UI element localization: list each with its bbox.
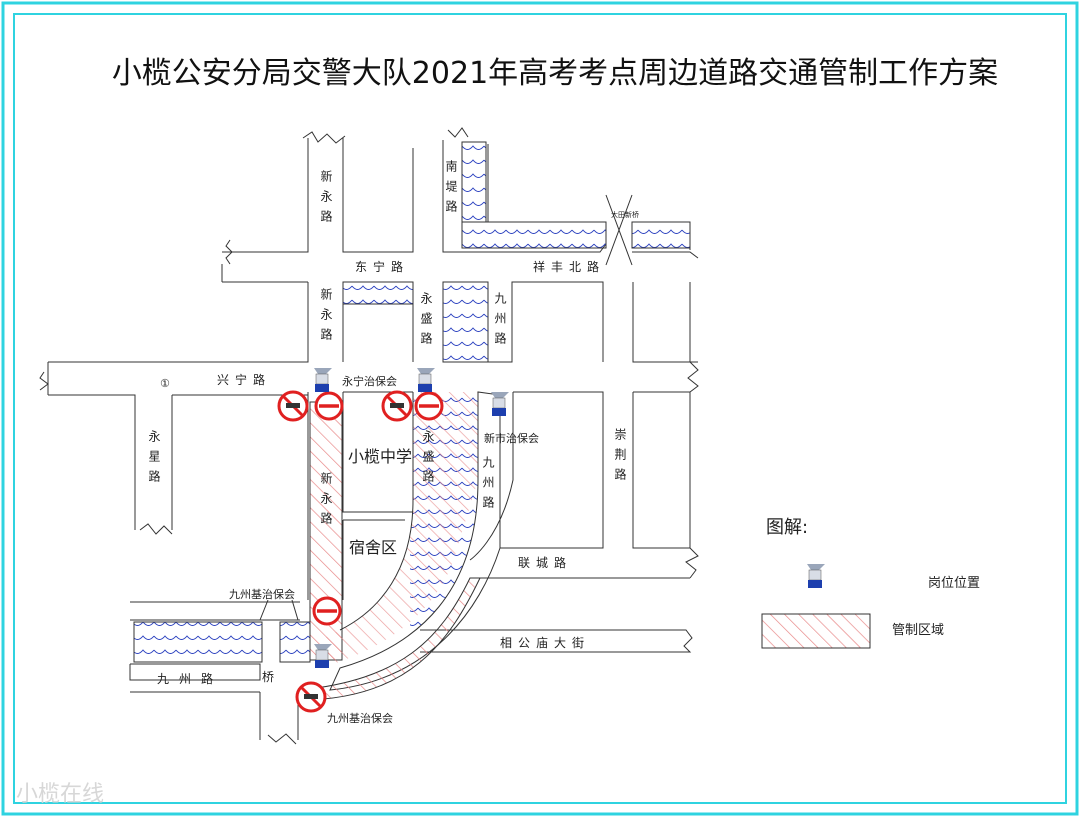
road-label-yongxing: 永星路: [147, 430, 161, 490]
no-motor-sign-1: [277, 390, 309, 422]
road-label-jiuzhou-mid: 九州路: [481, 456, 495, 516]
legend-zone-label: 管制区域: [892, 623, 944, 638]
road-label-xingning: 兴宁路: [217, 372, 271, 387]
watermark: 小榄在线: [16, 782, 105, 807]
officer-post-icon: [490, 391, 510, 417]
yongning-security-label: 永宁治保会: [342, 374, 397, 388]
road-label-jiuzhou-top: 九州路: [493, 292, 507, 352]
road-label-jiuzhou-left: 九州路: [157, 671, 223, 686]
officer-post-icon: [313, 367, 333, 393]
road-label-datian-bridge: 大田新桥: [611, 210, 639, 219]
page-title: 小榄公安分局交警大队2021年高考考点周边道路交通管制工作方案: [111, 56, 999, 91]
road-label-xiangfengbei: 祥丰北路: [533, 259, 605, 274]
legend-title: 图解:: [766, 517, 808, 538]
jiuzhouji-security-top-label: 九州基治保会: [229, 587, 295, 601]
road-label-xinyong-top: 新永路: [319, 169, 333, 230]
road-label-chongjing: 崇荆路: [613, 428, 627, 488]
traffic-signs: [277, 390, 444, 713]
dorm-label: 宿舍区: [349, 538, 397, 557]
no-entry-sign-2: [414, 391, 444, 421]
no-entry-sign-1: [314, 391, 344, 421]
legend-post-label: 岗位位置: [928, 576, 980, 591]
school-label: 小榄中学: [348, 447, 412, 466]
legend: 图解: 岗位位置 管制区域: [761, 517, 980, 649]
road-label-dongning: 东宁路: [355, 259, 409, 274]
officer-post-icon: [416, 367, 436, 393]
legend-officer-icon: [806, 563, 826, 589]
road-label-xinyong-mid: 新永路: [319, 287, 333, 348]
jiuzhouji-security-bottom-label: 九州基治保会: [327, 711, 393, 725]
road-label-liancheng: 联城路: [518, 555, 572, 570]
no-entry-sign-3: [312, 596, 342, 626]
no-motor-sign-3: [295, 681, 327, 713]
road-label-nandi: 南堤路: [444, 159, 458, 220]
road-label-yongsheng-top: 永盛路: [419, 292, 433, 352]
no-motor-sign-2: [381, 390, 413, 422]
control-zone: [299, 391, 514, 701]
xinshi-security-label: 新市治保会: [484, 431, 539, 445]
marker-label: ①: [160, 377, 170, 390]
road-label-xianggongmiao: 相公庙大街: [500, 636, 590, 650]
road-label-bridge: 桥: [262, 670, 274, 684]
legend-zone-swatch: [761, 613, 871, 649]
road-label-xinyong-low: 新永路: [319, 471, 333, 532]
inner-frame: [13, 13, 1067, 804]
road-label-yongsheng-low: 永盛路: [421, 430, 435, 490]
